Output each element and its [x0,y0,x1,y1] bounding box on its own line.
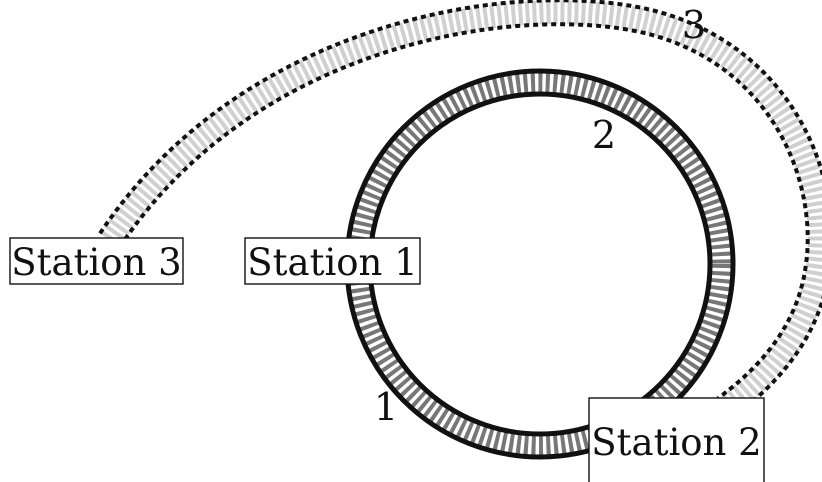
track-2-rail-inner [367,91,713,437]
track-1-number: 1 [374,385,398,429]
track-3-number: 3 [682,3,706,47]
station-1-label: Station 1 [247,241,417,284]
station-3-label: Station 3 [11,241,181,284]
track-2-number: 2 [592,113,616,157]
track-2-sleepers [349,73,731,455]
track-3 [98,0,822,420]
track-3-rail-a [118,22,810,400]
track-3-rail-b [98,0,822,420]
station-1-box[interactable]: Station 1 [244,237,421,285]
station-2-label: Station 2 [591,421,761,464]
station-2-box[interactable]: Station 2 [588,397,765,482]
station-3-box[interactable]: Station 3 [9,237,184,285]
track-3-sleepers [100,0,822,418]
